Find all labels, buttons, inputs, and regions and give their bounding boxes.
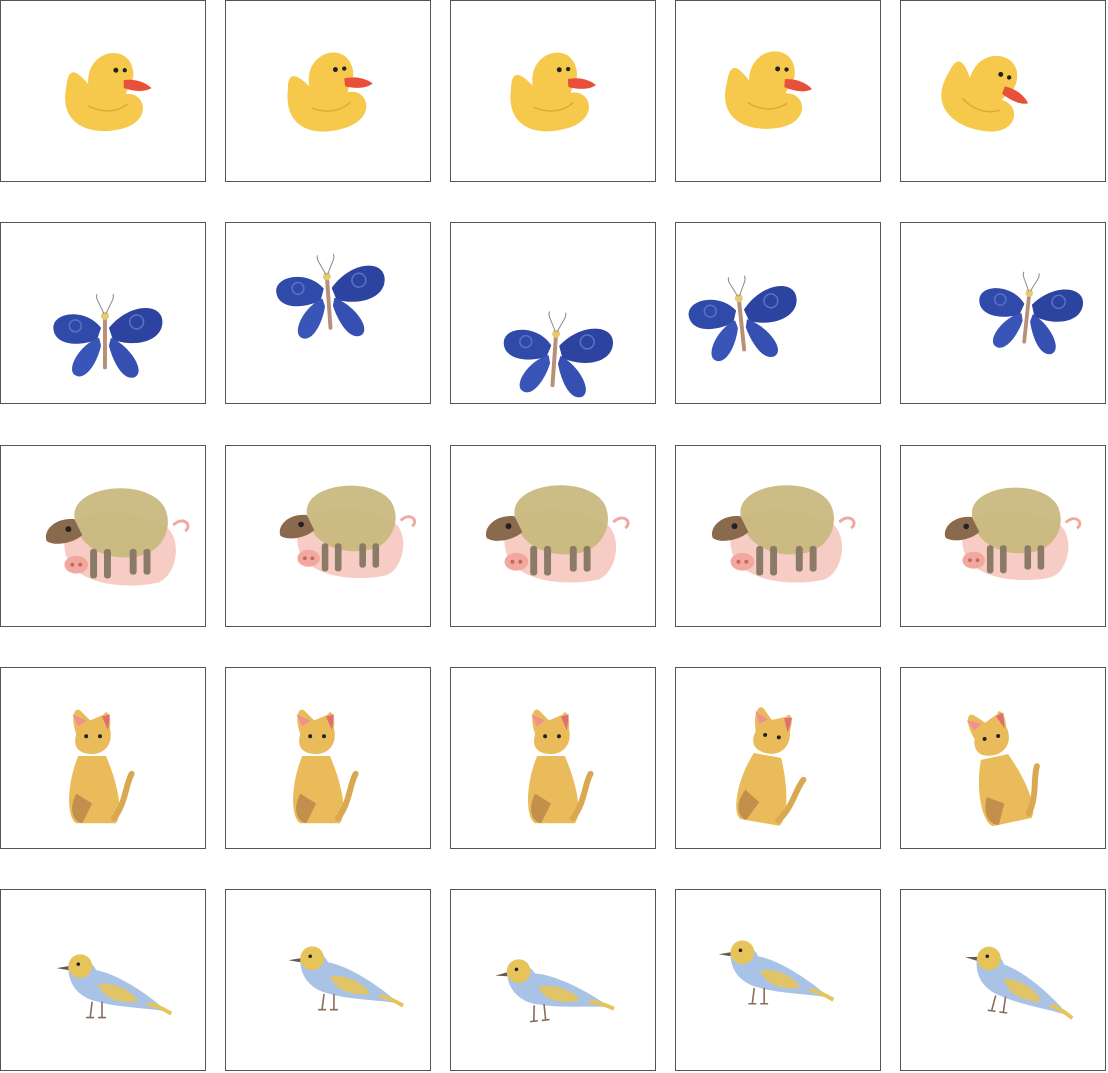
image-card-bird[interactable] [450, 889, 656, 1071]
sheep-and-pig-illustration [44, 486, 190, 587]
cat-illustration [1, 668, 205, 848]
image-card-sheep-and-pig[interactable] [900, 445, 1106, 627]
sheep-and-pig-illustration [710, 483, 856, 585]
image-card-sheep-and-pig[interactable] [225, 445, 431, 627]
image-card-butterfly[interactable] [675, 222, 881, 404]
butterfly-illustration [499, 307, 616, 401]
bird-illustration [716, 938, 836, 1006]
cat-illustration [451, 668, 655, 848]
image-card-sheep-and-pig[interactable] [675, 445, 881, 627]
butterfly-illustration [684, 269, 804, 366]
image-card-cat[interactable] [225, 667, 431, 849]
bird-illustration [54, 952, 174, 1020]
image-card-duck[interactable] [0, 0, 206, 182]
butterfly-illustration [52, 293, 164, 379]
sheep-and-pig-illustration [278, 484, 417, 580]
image-card-cat[interactable] [0, 667, 206, 849]
image-card-butterfly[interactable] [225, 222, 431, 404]
image-card-butterfly[interactable] [0, 222, 206, 404]
image-card-cat[interactable] [675, 667, 881, 849]
image-card-duck[interactable] [450, 0, 656, 182]
image-card-sheep-and-pig[interactable] [450, 445, 656, 627]
cat-illustration [901, 668, 1105, 848]
image-card-butterfly[interactable] [900, 222, 1106, 404]
image-card-bird[interactable] [675, 889, 881, 1071]
butterfly-illustration [273, 249, 390, 343]
image-card-bird[interactable] [0, 889, 206, 1071]
duck-illustration [64, 52, 153, 132]
duck-illustration [282, 47, 378, 137]
image-card-cat[interactable] [900, 667, 1106, 849]
bird-illustration [956, 941, 1083, 1025]
duck-illustration [506, 49, 600, 135]
duck-illustration [722, 47, 816, 133]
sheep-and-pig-illustration [943, 486, 1082, 582]
bird-illustration [491, 947, 617, 1027]
image-card-bird[interactable] [225, 889, 431, 1071]
image-card-cat[interactable] [450, 667, 656, 849]
bird-illustration [286, 944, 406, 1012]
image-card-bird[interactable] [900, 889, 1106, 1071]
sheep-and-pig-illustration [484, 483, 630, 585]
cat-illustration [226, 668, 430, 848]
image-card-sheep-and-pig[interactable] [0, 445, 206, 627]
image-card-butterfly[interactable] [450, 222, 656, 404]
duck-illustration [931, 40, 1041, 145]
image-card-duck[interactable] [225, 0, 431, 182]
cat-illustration [676, 668, 880, 848]
image-card-duck[interactable] [900, 0, 1106, 182]
butterfly-illustration [973, 266, 1087, 358]
image-card-duck[interactable] [675, 0, 881, 182]
